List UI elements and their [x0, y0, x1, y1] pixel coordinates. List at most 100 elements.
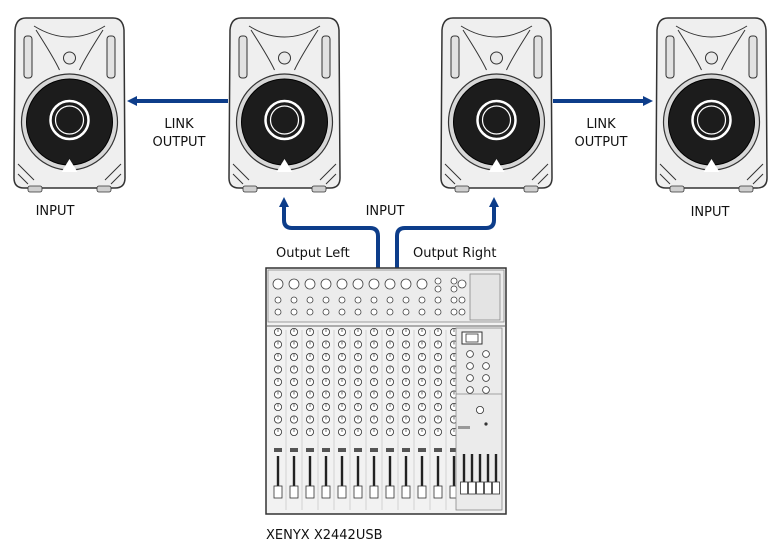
fader-cap-icon: [401, 485, 411, 499]
handle-icon: [665, 35, 675, 79]
fader-cap-icon: [353, 485, 363, 499]
knob-icon: [482, 374, 490, 382]
fader-cap-icon: [289, 485, 299, 499]
xlr-jack-icon: [336, 278, 348, 290]
xlr-jack-icon: [304, 278, 316, 290]
xlr-jack-icon: [320, 278, 332, 290]
fader-track: [478, 454, 482, 492]
knob-icon: [482, 386, 490, 394]
fader-track: [308, 456, 312, 496]
fader-track: [356, 456, 360, 496]
handle-icon: [321, 35, 331, 79]
handle-icon: [748, 35, 758, 79]
fader-cap-icon: [321, 485, 331, 499]
center-input-label: INPUT: [365, 204, 405, 219]
fader-track: [486, 454, 490, 492]
link-output-left-label-line2: OUTPUT: [152, 135, 206, 150]
fader-track: [276, 456, 280, 496]
logo-triangle-icon: [276, 159, 293, 172]
mixer-model-label: XENYX X2442USB: [266, 528, 383, 543]
fader-cap-icon: [492, 481, 500, 495]
fader-cap-icon: [337, 485, 347, 499]
logo-triangle-icon: [61, 159, 78, 172]
xlr-jack-icon: [416, 278, 428, 290]
woofer-icon: [241, 78, 328, 166]
fader-cap-icon: [305, 485, 315, 499]
fader-cap-icon: [460, 481, 468, 495]
xlr-jack-icon: [288, 278, 300, 290]
output-right-label: Output Right: [413, 246, 497, 261]
handle-icon: [106, 35, 116, 79]
mute-button: [290, 448, 298, 452]
fader-track: [462, 454, 466, 492]
output-left-label: Output Left: [276, 246, 350, 261]
tweeter-icon: [278, 51, 291, 65]
xlr-jack-icon: [384, 278, 396, 290]
output-right-cable: [395, 197, 499, 268]
tweeter-icon: [490, 51, 503, 65]
tweeter-icon: [63, 51, 76, 65]
woofer-icon: [26, 78, 113, 166]
handle-icon: [450, 35, 460, 79]
knob-icon: [475, 405, 484, 414]
fader-cap-icon: [433, 485, 443, 499]
fader-track: [324, 456, 328, 496]
fader-track: [340, 456, 344, 496]
xlr-jack-icon: [400, 278, 412, 290]
logo-triangle-icon: [488, 159, 505, 172]
speaker-1: [13, 17, 126, 193]
fader-track: [452, 456, 456, 496]
handle-icon: [238, 35, 248, 79]
knob-icon: [466, 386, 474, 394]
fader-track: [470, 454, 474, 492]
mixer: [265, 267, 507, 515]
mute-button: [338, 448, 346, 452]
mute-button: [306, 448, 314, 452]
fader-cap-icon: [273, 485, 283, 499]
link-output-right-label-line1: LINK: [586, 117, 616, 132]
speaker-2: [228, 17, 341, 193]
fader-cap-icon: [385, 485, 395, 499]
fader-track: [494, 454, 498, 492]
speaker-3: [440, 17, 553, 193]
speaker-4: [655, 17, 768, 193]
fader-track: [292, 456, 296, 496]
speaker-1-input-label: INPUT: [35, 204, 75, 219]
mute-button: [402, 448, 410, 452]
xlr-jack-icon: [368, 278, 380, 290]
handle-icon: [23, 35, 33, 79]
mute-button: [322, 448, 330, 452]
display-icon: [461, 331, 483, 345]
mute-button: [274, 448, 282, 452]
fader-track: [436, 456, 440, 496]
fader-cap-icon: [476, 481, 484, 495]
handle-icon: [533, 35, 543, 79]
woofer-icon: [453, 78, 540, 166]
mute-button: [354, 448, 362, 452]
xlr-jack-icon: [352, 278, 364, 290]
fader-track: [372, 456, 376, 496]
knob-icon: [482, 362, 490, 370]
fader-cap-icon: [484, 481, 492, 495]
knob-icon: [482, 350, 490, 358]
fader-track: [388, 456, 392, 496]
knob-icon: [466, 362, 474, 370]
fader-cap-icon: [369, 485, 379, 499]
tweeter-icon: [705, 51, 718, 65]
woofer-icon: [668, 78, 755, 166]
link-output-left-label-line1: LINK: [164, 117, 194, 132]
mute-button: [450, 448, 458, 452]
knob-icon: [466, 350, 474, 358]
fader-track: [420, 456, 424, 496]
speaker-4-input-label: INPUT: [690, 205, 730, 220]
mute-button: [370, 448, 378, 452]
cables: [127, 96, 653, 268]
mute-button: [386, 448, 394, 452]
logo-triangle-icon: [703, 159, 720, 172]
link-output-right-label-line2: OUTPUT: [574, 135, 628, 150]
xlr-jack-icon: [272, 278, 284, 290]
fader-track: [404, 456, 408, 496]
fader-cap-icon: [417, 485, 427, 499]
mute-button: [418, 448, 426, 452]
